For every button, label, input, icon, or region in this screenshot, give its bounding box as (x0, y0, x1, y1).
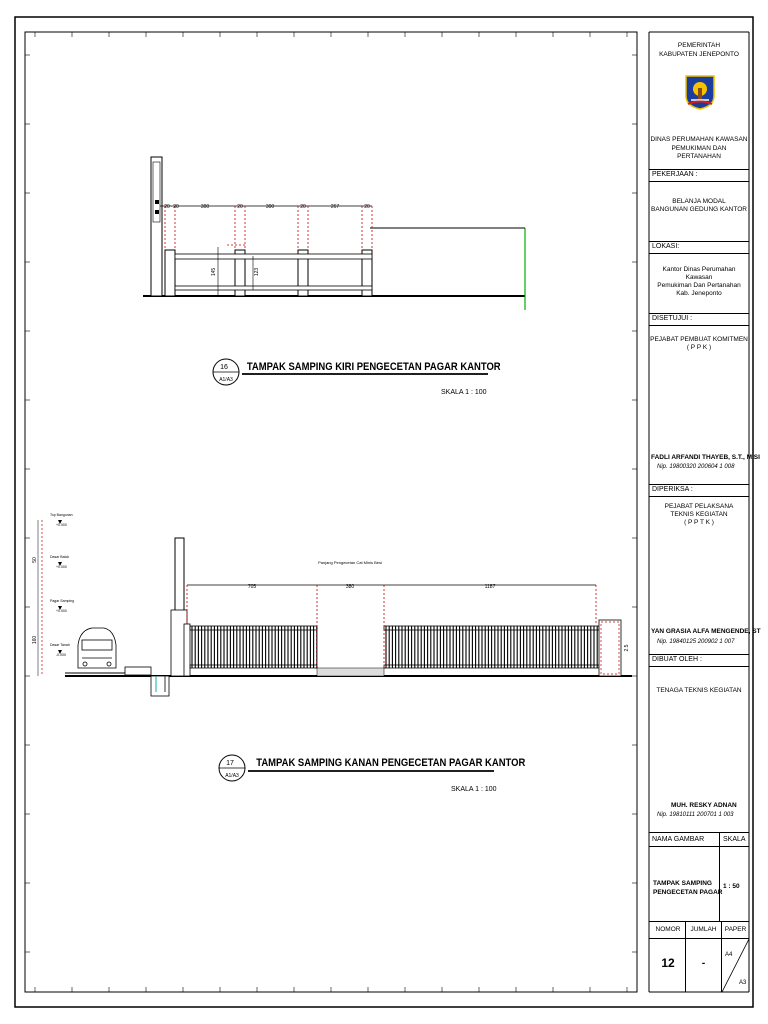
level-value: +0.000 (56, 523, 67, 527)
paper-a4: A4 (725, 952, 733, 958)
dim-label: 705 (248, 584, 257, 590)
drawing-name1: TAMPAK SAMPING (653, 880, 712, 887)
gate-opening-pavement (316, 667, 385, 677)
side-dim: 50 (32, 557, 38, 563)
government-label: PEMERINTAH (677, 42, 721, 49)
maker-role: TENAGA TEKNIS KEGIATAN (656, 687, 742, 694)
drawing-name2: PENGECETAN PAGAR (653, 889, 723, 896)
level-markers: Top Bangunan +0.000 Dasar Balok +0.000 P… (37, 513, 74, 676)
drawing-name-label: NAMA GAMBAR (649, 835, 722, 847)
checker-nip: Nip. 19840125 200902 1 007 (657, 639, 735, 645)
iron-fence (191, 626, 598, 668)
approver-role2: ( P P K ) (686, 344, 712, 351)
regency-label: KABUPATEN JENEPONTO (659, 51, 739, 58)
dim-label: 300 (201, 204, 210, 210)
end-post (598, 619, 622, 677)
drawing-left-elevation: 20 20 300 20 300 20 267 20 145 123 16 A1… (143, 156, 526, 396)
scale-value: 1 : 50 (723, 883, 740, 890)
frame-ticks (25, 32, 637, 992)
fence-post (234, 249, 246, 297)
ref-sheet: A1/A3 (225, 773, 239, 779)
dim-label: 380 (346, 584, 355, 590)
checked-label: DIPERIKSA : (649, 485, 749, 497)
fence-post (164, 249, 176, 297)
height-dim-label: 145 (211, 268, 217, 277)
maker-section: DIBUAT OLEH : TENAGA TEKNIS KEGIATAN MUH… (649, 654, 749, 824)
drawing-scale: SKALA 1 : 100 (441, 389, 487, 396)
side-dim: 160 (32, 636, 38, 645)
approver-nip: Nip. 19800320 200604 1 008 (657, 464, 735, 470)
location-section: LOKASI: Kantor Dinas Perumahan Kawasan P… (649, 241, 749, 313)
work-label: PEKERJAAN : (649, 170, 749, 182)
car-illustration (77, 627, 117, 669)
checker-role2: TEKNIS KEGIATAN (670, 511, 728, 518)
approver-role1: PEJABAT PEMBUAT KOMITMEN (650, 336, 748, 343)
dim-label: 20 (300, 204, 306, 210)
level-label: Pagar Samping (50, 599, 74, 603)
work-line2: BANGUNAN GEDUNG KANTOR (651, 206, 747, 213)
number-label: NOMOR (655, 926, 681, 933)
height-dim-label: 123 (254, 268, 260, 277)
approver-name: FADLI ARFANDI THAYEB, S.T., M.SI (651, 454, 760, 461)
drawing-title: TAMPAK SAMPING KANAN PENGECETAN PAGAR KA… (256, 757, 526, 769)
drawing-title: TAMPAK SAMPING KIRI PENGECETAN PAGAR KAN… (247, 361, 501, 373)
location-line1: Kantor Dinas Perumahan Kawasan (662, 266, 736, 281)
drawing-name-section: NAMA GAMBAR SKALA TAMPAK SAMPING PENGECE… (649, 832, 749, 922)
dim-label: 300 (266, 204, 275, 210)
checker-role1: PEJABAT PELAKSANA (664, 503, 734, 510)
maker-name: MUH. RESKY ADNAN (671, 802, 737, 809)
regency-logo (685, 75, 715, 110)
title-block: PEMERINTAH KABUPATEN JENEPONTO DINAS PER… (649, 32, 761, 992)
paper-diagonal (722, 939, 749, 992)
level-label: Dasar Balok (50, 555, 69, 559)
approval-section: DISETUJUI : PEJABAT PEMBUAT KOMITMEN ( P… (649, 313, 760, 484)
dim-label: 20 (164, 204, 170, 210)
location-line3: Kab. Jeneponto (676, 290, 722, 297)
fence-post (297, 249, 309, 297)
level-value: +0.000 (56, 565, 67, 569)
dim-label: 1187 (485, 584, 496, 590)
made-label: DIBUAT OLEH : (649, 655, 749, 667)
drain-channel (150, 675, 170, 697)
maker-nip: Nip. 19810111 200701 1 003 (657, 812, 734, 818)
drawing-right-elevation: Top Bangunan +0.000 Dasar Balok +0.000 P… (32, 513, 632, 793)
drawing-scale: SKALA 1 : 100 (451, 786, 497, 793)
agency-line2: PEMUKIMAN DAN PERTANAHAN (671, 145, 727, 160)
height-dim-label: 2.5 (624, 644, 630, 651)
checker-name: YAN GRASIA ALFA MENGENDE, ST (651, 628, 761, 635)
outer-border (14, 16, 754, 1008)
work-section: PEKERJAAN : BELANJA MODAL BANGUNAN GEDUN… (649, 169, 749, 241)
level-value: +0.000 (56, 609, 67, 613)
fence-post (361, 249, 373, 297)
count-label: JUMLAH (690, 926, 717, 933)
dim-label: 20 (237, 204, 243, 210)
scale-label: SKALA (720, 835, 749, 847)
ref-number: 16 (220, 364, 228, 371)
work-line1: BELANJA MODAL (672, 198, 726, 205)
location-line2: Pemukiman Dan Pertanahan (657, 282, 741, 289)
paper-a3: A3 (739, 980, 747, 986)
paper-label: PAPER (724, 926, 747, 933)
location-label: LOKASI: (649, 242, 749, 254)
dim-label: 20 (364, 204, 370, 210)
level-value: -0.000 (56, 653, 66, 657)
check-section: DIPERIKSA : PEJABAT PELAKSANA TEKNIS KEG… (649, 484, 761, 654)
count-value: - (701, 958, 706, 969)
number-section: NOMOR JUMLAH PAPER 12 - A4 A3 (649, 922, 749, 992)
agency-line1: DINAS PERUMAHAN KAWASAN (650, 136, 748, 143)
gate-column (150, 156, 163, 297)
drawing-frame (24, 31, 638, 993)
dim-label: 267 (331, 204, 340, 210)
ref-number: 17 (226, 760, 234, 767)
checker-role3: ( P P T K ) (684, 519, 714, 526)
level-label: Dasar Tanah (50, 643, 70, 647)
note-label: Panjang Pengecetan Cat Minis Besi (318, 560, 382, 565)
number-value: 12 (661, 956, 675, 970)
approved-label: DISETUJUI : (649, 314, 749, 326)
dimension-labels: 20 20 300 20 300 20 267 20 (164, 204, 370, 210)
level-label: Top Bangunan (50, 513, 73, 517)
ref-sheet: A1/A3 (219, 377, 233, 383)
dim-label: 20 (173, 204, 179, 210)
